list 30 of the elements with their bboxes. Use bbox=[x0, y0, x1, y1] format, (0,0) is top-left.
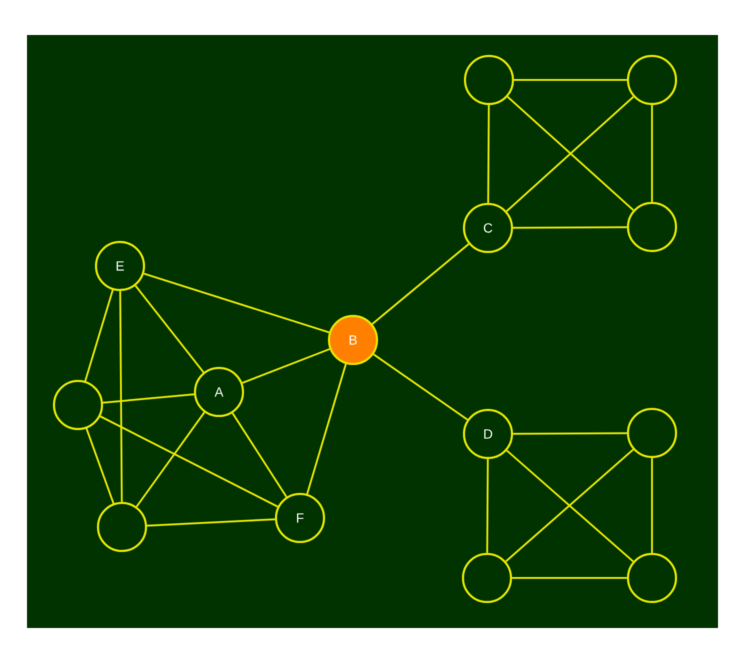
connector-line bbox=[512, 577, 627, 579]
empty-node-circle bbox=[462, 552, 512, 604]
connector-line bbox=[306, 364, 347, 494]
connector-line bbox=[232, 412, 288, 498]
empty-node-circle bbox=[52, 380, 104, 430]
connector-line bbox=[136, 412, 206, 508]
connector-line bbox=[514, 79, 627, 81]
connector-line bbox=[144, 272, 330, 334]
connector-line bbox=[486, 459, 489, 553]
empty-node-circle bbox=[626, 54, 678, 106]
connector-line bbox=[146, 518, 276, 527]
connector-line bbox=[84, 290, 114, 382]
connector-line bbox=[651, 105, 653, 202]
connector-line bbox=[100, 416, 278, 508]
connector-line bbox=[372, 243, 470, 325]
connector-line bbox=[102, 393, 194, 404]
connector-line bbox=[651, 458, 653, 553]
connector-line bbox=[487, 105, 490, 203]
connector-line bbox=[86, 428, 114, 504]
connector-line bbox=[134, 285, 204, 373]
empty-node-circle bbox=[626, 552, 678, 604]
empty-node-circle bbox=[464, 54, 514, 106]
connector-line bbox=[513, 226, 627, 229]
connector-line bbox=[119, 291, 123, 502]
empty-node-circle bbox=[626, 202, 678, 252]
connector-line bbox=[513, 432, 627, 435]
connector-line bbox=[242, 348, 330, 384]
connector-line bbox=[373, 354, 468, 420]
empty-node-circle bbox=[626, 408, 678, 458]
empty-node-circle bbox=[96, 502, 148, 552]
